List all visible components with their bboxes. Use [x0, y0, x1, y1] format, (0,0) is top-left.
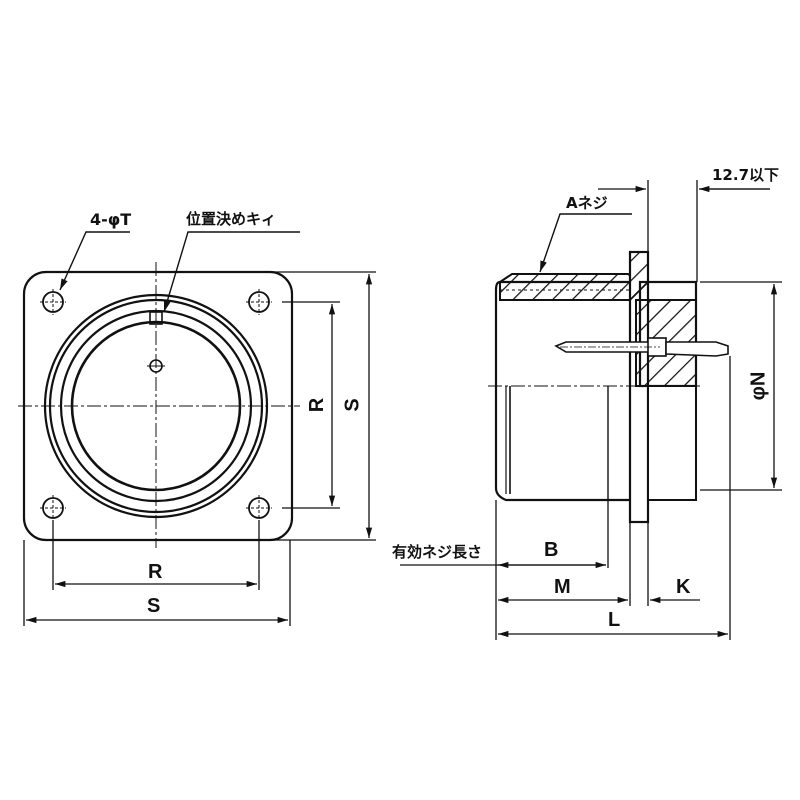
dimension-l: L — [608, 609, 621, 631]
effective-thread-length-label: 有効ネジ長さ — [392, 543, 483, 561]
dimension-m: M — [554, 576, 571, 598]
dimension-phi-n: φN — [747, 371, 770, 401]
dimension-s-horizontal: S — [147, 595, 161, 617]
front-view — [18, 231, 376, 626]
thread-callout: Aネジ — [566, 194, 608, 212]
dimension-s-vertical: S — [341, 398, 364, 412]
dimension-r-vertical: R — [306, 397, 329, 413]
side-view — [400, 180, 782, 640]
dimension-r-horizontal: R — [148, 561, 163, 583]
positioning-key-callout: 位置決めキィ — [186, 210, 277, 228]
dimension-b: B — [544, 539, 559, 561]
mounting-holes-callout: 4-φT — [90, 210, 132, 229]
dimension-k: K — [676, 576, 691, 598]
max-length-callout: 12.7以下 — [712, 166, 780, 184]
